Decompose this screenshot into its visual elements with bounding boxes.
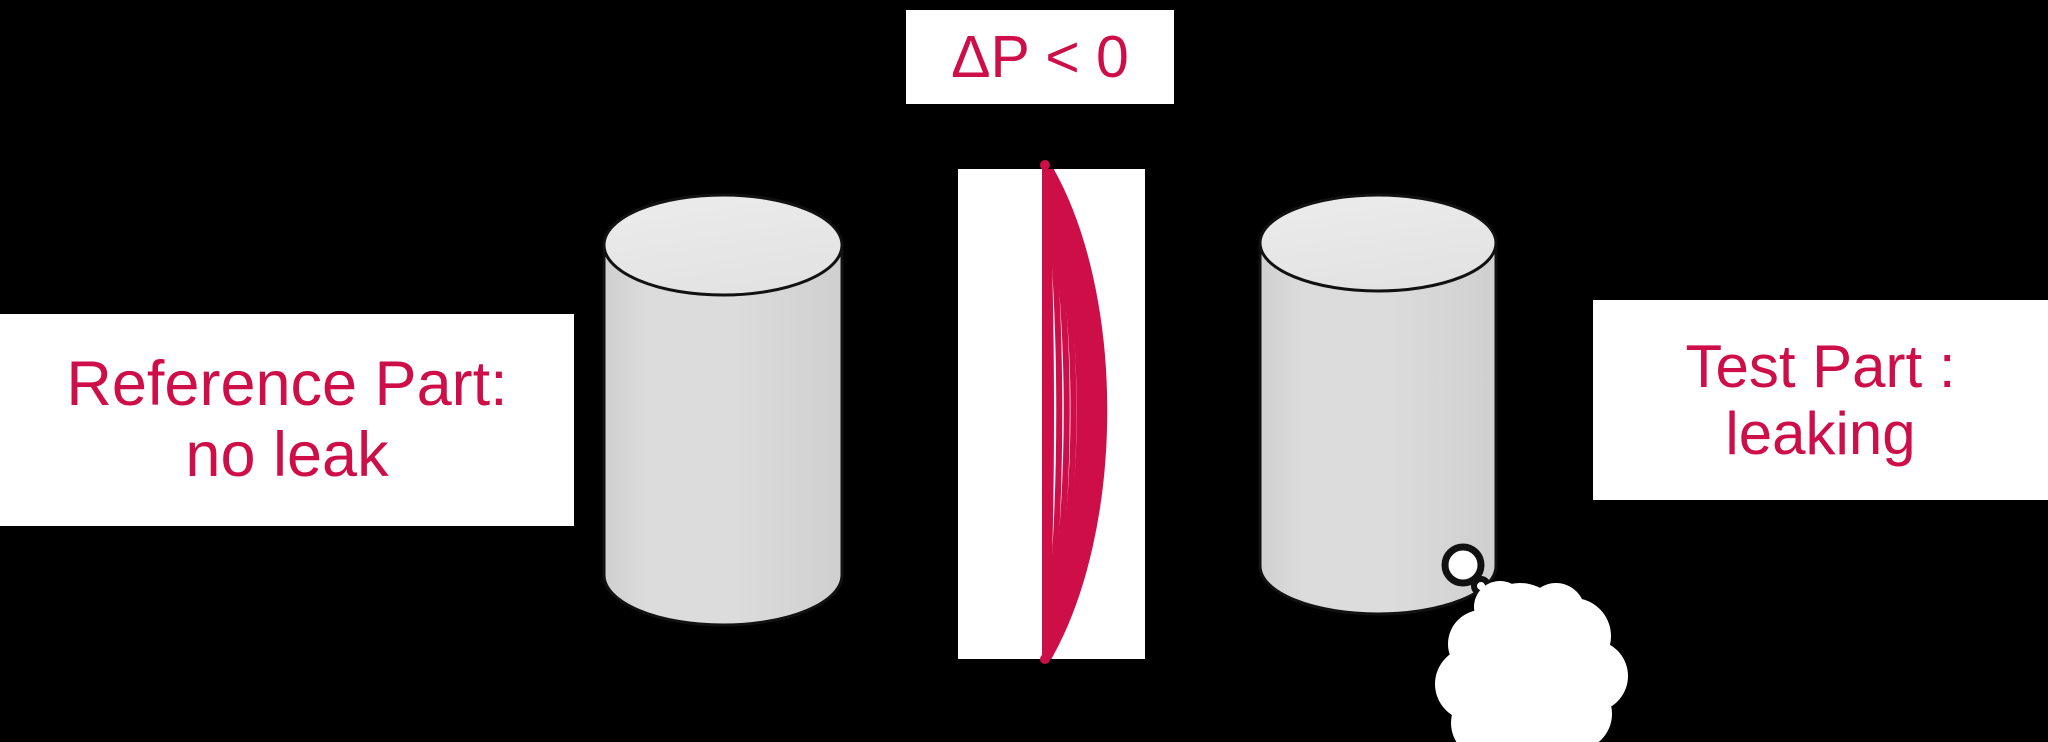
membrane-curve-fan — [1040, 169, 1108, 659]
reference-part-line-2: no leak — [185, 420, 389, 490]
reference-part-line-1: Reference Part: — [66, 349, 508, 420]
delta-pressure-label: ΔP < 0 — [906, 10, 1174, 104]
leak-gas-cloud — [1435, 581, 1628, 742]
test-part-label: Test Part : leaking — [1593, 300, 2048, 500]
membrane-bottom-anchor — [1040, 654, 1050, 664]
test-part-line-2: leaking — [1725, 400, 1916, 467]
reference-cylinder-body — [602, 243, 844, 627]
reference-part-label: Reference Part: no leak — [0, 314, 574, 526]
leak-bubble-large — [1441, 543, 1485, 587]
delta-pressure-text: ΔP < 0 — [951, 23, 1129, 90]
test-part-line-1: Test Part : — [1685, 332, 1956, 400]
test-part-cylinder — [1258, 193, 1498, 616]
reference-part-cylinder — [602, 193, 844, 627]
membrane-top-anchor — [1040, 160, 1050, 170]
reference-cylinder-top — [602, 193, 844, 297]
membrane-deflection-panel — [958, 160, 1145, 664]
test-cylinder-top — [1258, 193, 1498, 293]
